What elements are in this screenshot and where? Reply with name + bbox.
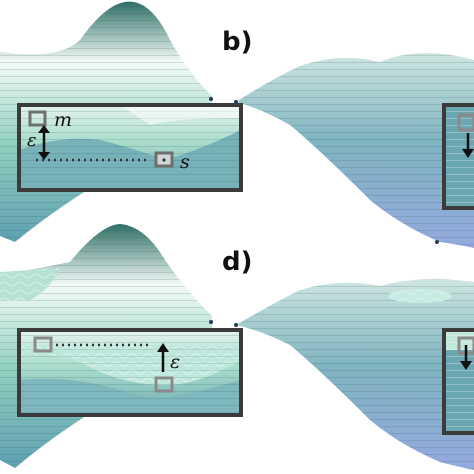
marker-box bbox=[154, 376, 174, 393]
landscape-bottom-right bbox=[234, 279, 474, 470]
up-arrow-icon bbox=[157, 343, 169, 372]
surface-marker-dot bbox=[234, 323, 238, 327]
marker-box bbox=[457, 113, 474, 132]
inset-b: m ε s bbox=[17, 103, 243, 192]
inset-d: ε bbox=[17, 328, 243, 417]
double-arrow-icon bbox=[38, 125, 50, 160]
down-arrow-icon bbox=[460, 345, 472, 370]
inset-d-frame bbox=[17, 328, 243, 417]
inset-right-top-frame bbox=[442, 103, 474, 210]
panel-label-d: d) bbox=[222, 247, 253, 277]
surface-marker-dot bbox=[209, 320, 213, 324]
inset-right-bottom-frame bbox=[442, 328, 474, 435]
inset-right-top bbox=[442, 103, 474, 210]
label-epsilon-d: ε bbox=[170, 351, 180, 373]
down-arrow-icon bbox=[462, 133, 474, 158]
panel-label-b: b) bbox=[222, 27, 253, 57]
label-epsilon-b: ε bbox=[27, 130, 37, 151]
marker-box bbox=[33, 336, 53, 353]
surface-marker-dot bbox=[435, 240, 439, 244]
marker-m-box bbox=[28, 110, 47, 127]
label-m: m bbox=[54, 109, 72, 131]
label-s: s bbox=[180, 151, 190, 173]
inset-right-bottom bbox=[442, 328, 474, 435]
landscape-top-right bbox=[234, 52, 474, 248]
inset-b-frame bbox=[17, 103, 243, 192]
surface-marker-dot bbox=[209, 97, 213, 101]
